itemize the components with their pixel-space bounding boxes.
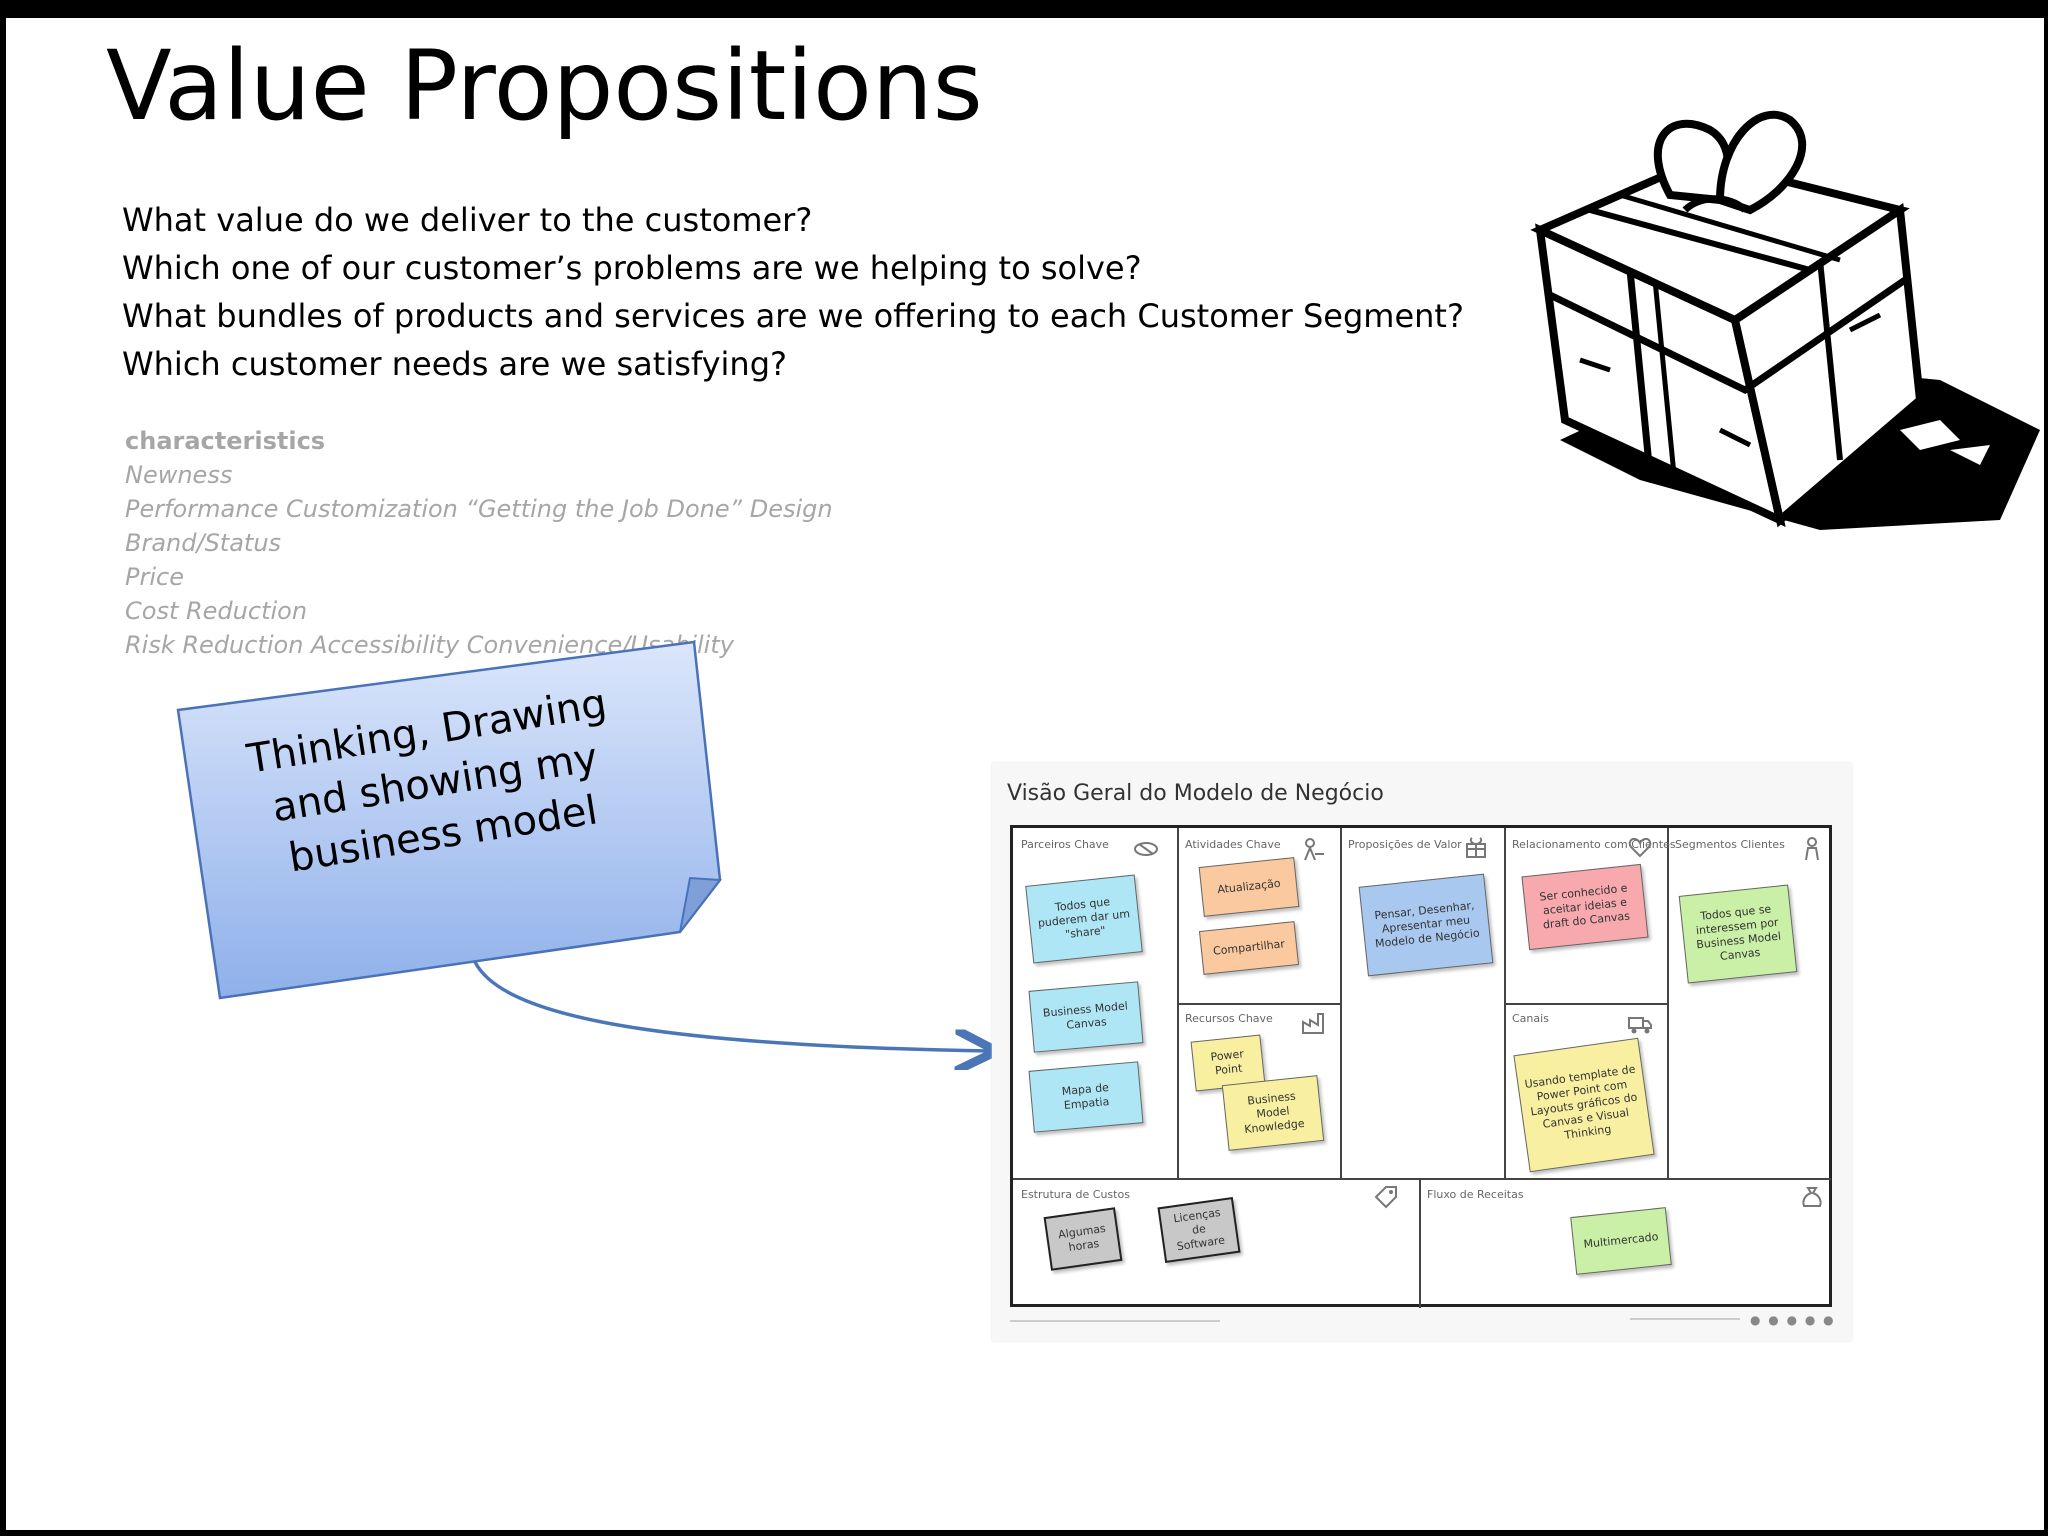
block-label-key-activities: Atividades Chave <box>1185 838 1281 851</box>
characteristics-list: characteristics Newness Performance Cust… <box>125 424 833 662</box>
canvas-footer-icons: ● ● ● ● ● <box>1750 1313 1836 1327</box>
money-bag-icon <box>1802 1187 1822 1207</box>
grid-line <box>1340 828 1342 1178</box>
block-label-customer-relationships: Relacionamento com Clientes <box>1512 838 1676 851</box>
sticky-note: Ser conhecido e aceitar ideias e draft d… <box>1521 863 1649 951</box>
characteristic-item: Cost Reduction <box>125 597 308 625</box>
sticky-note: Business Model Canvas <box>1028 981 1144 1053</box>
sticky-note: Pensar, Desenhar, Apresentar meu Modelo … <box>1358 873 1494 977</box>
characteristics-heading: characteristics <box>125 427 326 455</box>
sticky-note: Atualização <box>1198 857 1300 917</box>
truck-icon <box>1628 1017 1652 1034</box>
price-tag-icon <box>1374 1186 1397 1209</box>
characteristic-item: Newness <box>125 461 233 489</box>
block-label-key-partners: Parceiros Chave <box>1021 838 1109 851</box>
sticky-note: Todos que puderem dar um "share" <box>1025 874 1143 964</box>
canvas-board: Parceiros Chave Atividades Chave Recurso… <box>1010 825 1832 1308</box>
slide-top-border <box>0 0 2048 18</box>
characteristic-item: Price <box>125 563 184 591</box>
question-item: Which one of our customer’s problems are… <box>122 249 1142 287</box>
sticky-note: Usando template de Power Point com Layou… <box>1513 1037 1655 1173</box>
grid-line <box>1667 828 1669 1178</box>
block-label-channels: Canais <box>1512 1012 1549 1025</box>
question-item: What bundles of products and services ar… <box>122 297 1464 335</box>
sticky-note: Business Model Knowledge <box>1221 1075 1325 1151</box>
handshake-icon <box>1134 842 1158 856</box>
canvas-title: Visão Geral do Modelo de Negócio <box>1007 781 1384 806</box>
question-list: What value do we deliver to the customer… <box>122 196 1464 388</box>
person-icon <box>1805 837 1819 861</box>
slide-title: Value Propositions <box>106 30 983 142</box>
sticky-note: Todos que se interessem por Business Mod… <box>1678 884 1798 984</box>
heart-icon <box>1628 837 1652 858</box>
grid-line <box>1419 1178 1421 1308</box>
gift-box-icon <box>1520 100 2040 550</box>
grid-line <box>1504 1003 1668 1005</box>
grid-line <box>1177 1003 1341 1005</box>
callout-note <box>170 630 730 1010</box>
canvas-footer-line <box>1010 1320 1220 1322</box>
factory-icon <box>1302 1013 1324 1034</box>
sticky-note: Mapa de Empatia <box>1028 1061 1144 1133</box>
block-label-value-propositions: Proposições de Valor <box>1348 838 1462 851</box>
gift-icon <box>1466 837 1486 858</box>
block-label-revenue-streams: Fluxo de Receitas <box>1427 1188 1524 1201</box>
characteristic-item: Brand/Status <box>125 529 282 557</box>
sticky-note: Algumas horas <box>1043 1207 1123 1271</box>
block-label-key-resources: Recursos Chave <box>1185 1012 1273 1025</box>
grid-line <box>1013 1178 1831 1180</box>
block-label-customer-segments: Segmentos Clientes <box>1675 838 1785 851</box>
sticky-note: Licenças de Software <box>1157 1196 1241 1264</box>
worker-icon <box>1304 838 1324 861</box>
sticky-note: Compartilhar <box>1198 921 1300 975</box>
sticky-note: Multimercado <box>1570 1207 1672 1275</box>
connector-arrow <box>460 950 1000 1070</box>
block-label-cost-structure: Estrutura de Custos <box>1021 1188 1130 1201</box>
question-item: What value do we deliver to the customer… <box>122 201 813 239</box>
canvas-footer-line <box>1630 1318 1740 1320</box>
characteristic-item: Performance Customization “Getting the J… <box>125 495 833 523</box>
question-item: Which customer needs are we satisfying? <box>122 345 787 383</box>
